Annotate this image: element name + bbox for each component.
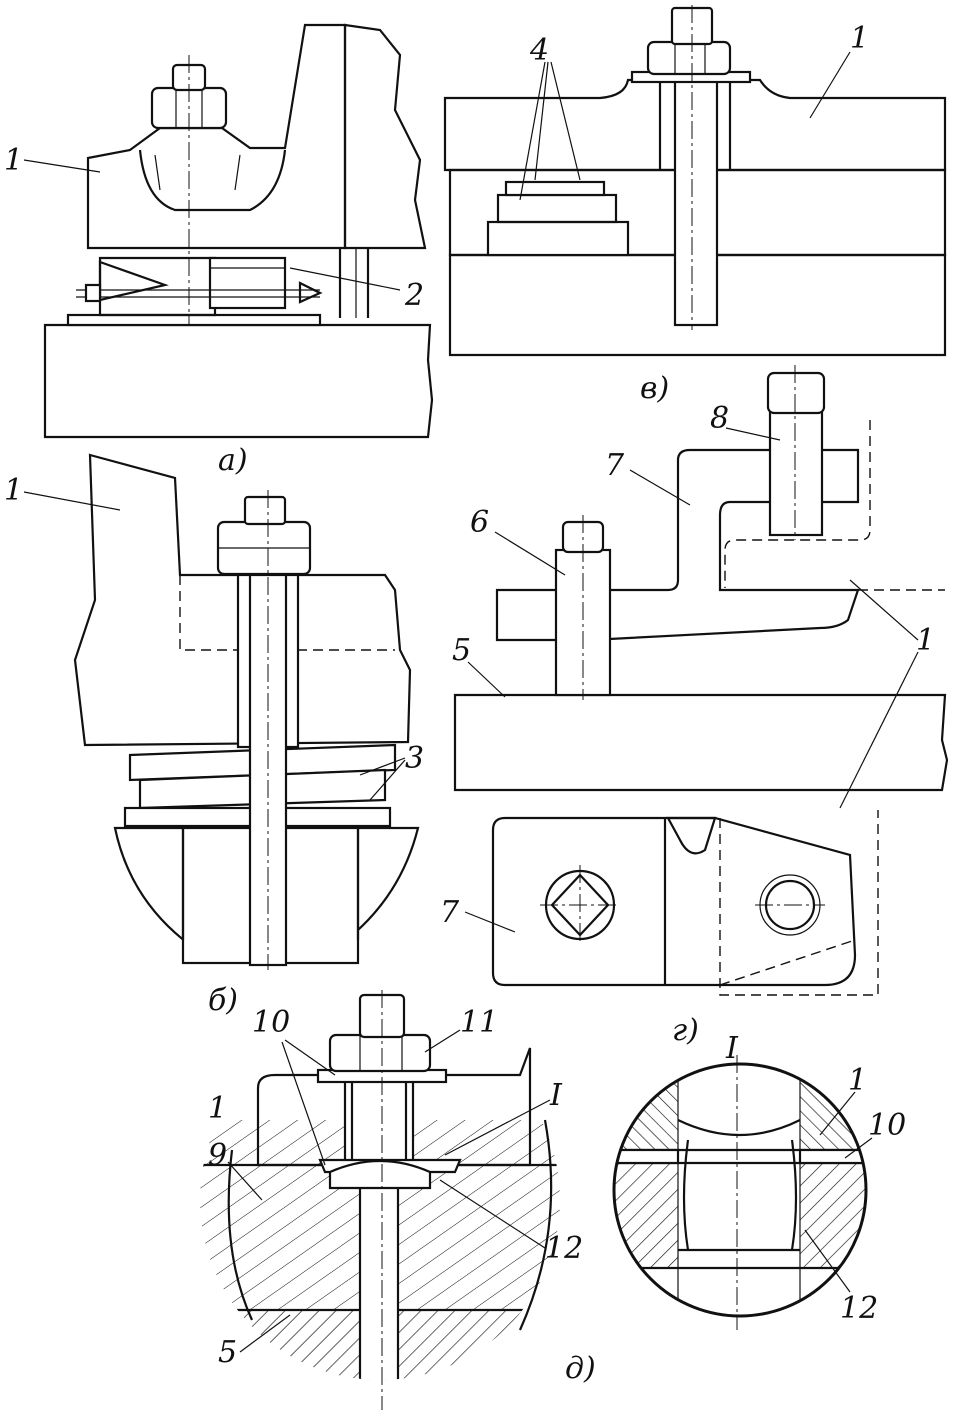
label-10-detail: 10 <box>868 1108 906 1143</box>
caption-g: г) <box>672 1013 699 1048</box>
label-9: 9 <box>208 1138 227 1173</box>
label-1-g: 1 <box>916 623 935 658</box>
detail-I <box>612 1055 868 1330</box>
caption-v: в) <box>640 371 669 406</box>
caption-a: а) <box>218 443 248 478</box>
caption-d: д) <box>565 1351 596 1386</box>
view-g <box>453 365 949 996</box>
label-12-detail: 12 <box>840 1291 878 1326</box>
view-b <box>73 453 420 970</box>
label-1-a: 1 <box>4 143 23 178</box>
view-a <box>43 23 434 439</box>
label-1-b: 1 <box>4 473 23 508</box>
label-1-v: 1 <box>850 21 869 56</box>
label-10-d: 10 <box>252 1005 290 1040</box>
label-11: 11 <box>460 1005 498 1040</box>
label-7-plan: 7 <box>440 895 460 930</box>
label-1-detail: 1 <box>848 1063 867 1098</box>
caption-b: б) <box>208 983 238 1018</box>
view-v <box>443 5 947 357</box>
view-d <box>200 990 560 1410</box>
label-5-d: 5 <box>218 1335 237 1370</box>
label-6: 6 <box>470 505 489 540</box>
label-1-d: 1 <box>208 1091 227 1126</box>
label-detail: I <box>725 1031 739 1066</box>
label-detail-d: I <box>549 1078 563 1113</box>
label-2: 2 <box>404 278 424 313</box>
label-5-g: 5 <box>452 633 471 668</box>
label-7-top: 7 <box>605 448 625 483</box>
label-8: 8 <box>710 401 729 436</box>
label-12-d: 12 <box>545 1231 583 1266</box>
label-4: 4 <box>529 33 549 68</box>
label-3: 3 <box>405 741 424 776</box>
